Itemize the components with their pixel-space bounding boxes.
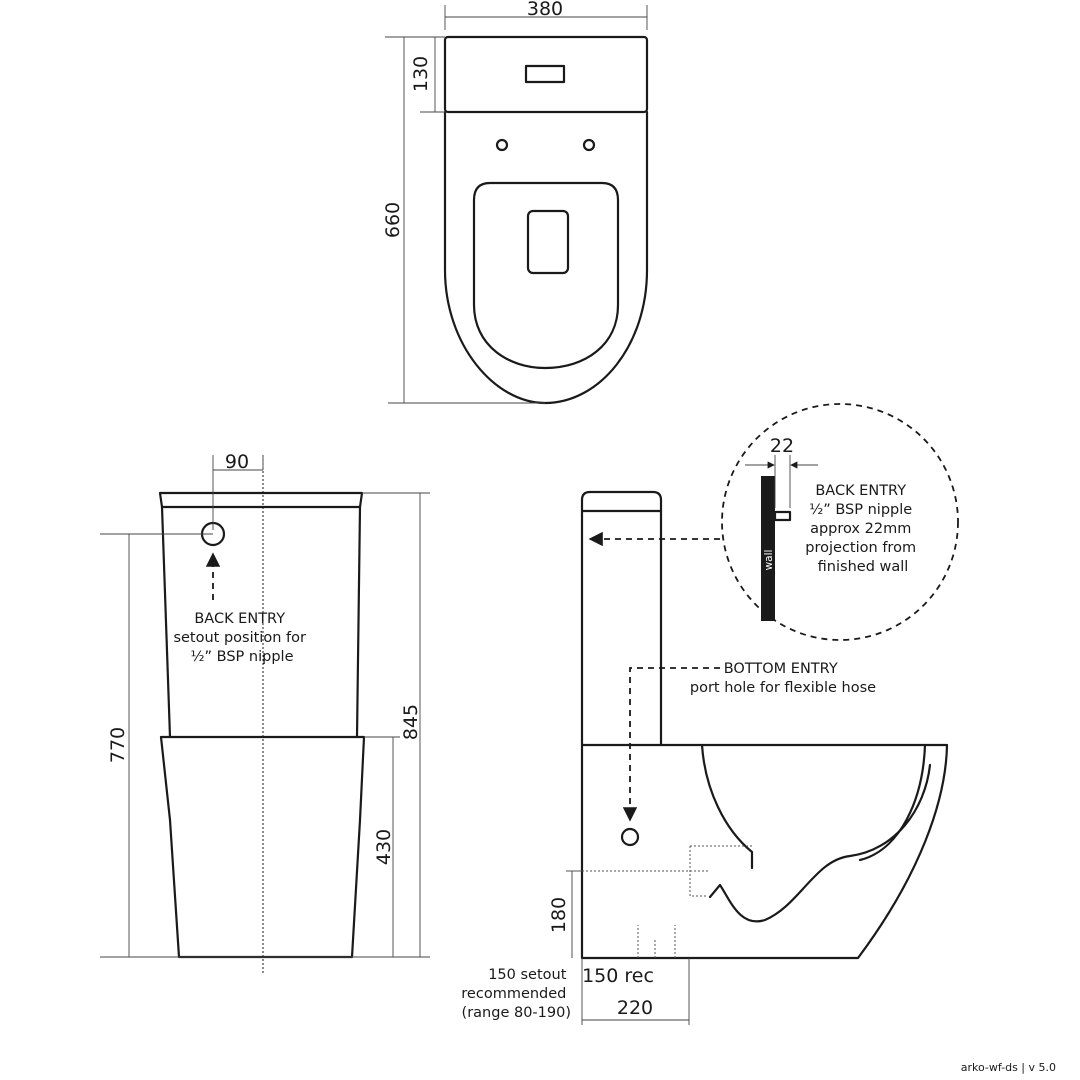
dim-side-projection: 22 (770, 435, 794, 457)
note-detail-line4: projection from (805, 540, 916, 556)
dim-top-width: 380 (527, 0, 563, 20)
footer-reference: arko-wf-ds | v 5.0 (961, 1061, 1056, 1074)
dim-side-rec: 150 rec (582, 965, 654, 987)
note-setout-line1: 150 setout (488, 967, 567, 983)
dim-front-total-height: 845 (400, 704, 422, 740)
note-setout-line2: recommended (461, 986, 566, 1002)
note-setout-line3: (range 80-190) (462, 1005, 571, 1021)
note-back-entry-line1: BACK ENTRY (194, 611, 285, 627)
wall-label: wall (763, 550, 775, 571)
dim-top-cistern-depth: 130 (410, 56, 432, 92)
front-view: 90 770 845 430 BACK ENTRY setout positio… (100, 451, 430, 975)
note-detail-line1: BACK ENTRY (815, 483, 906, 499)
dim-front-inlet-height: 770 (107, 727, 129, 763)
dim-side-outlet-height: 180 (548, 897, 570, 933)
svg-text:BOTTOM ENTRY port hole f: BOTTOM ENTRY port hole for flexible hose (690, 661, 876, 696)
side-view: 180 150 rec 220 150 setout recommended (… (461, 490, 949, 1025)
dim-front-pan-height: 430 (373, 829, 395, 865)
svg-text:150 setout recommended: 150 setout recommended (range 80-190) (461, 967, 571, 1021)
top-view: 380 130 660 (382, 0, 649, 405)
dim-side-base: 220 (617, 997, 653, 1019)
svg-text:BACK ENTRY setout positi: BACK ENTRY setout position for ½” BSP ni… (173, 611, 310, 665)
note-back-entry-line2: setout position for (173, 630, 306, 646)
note-bottom-entry-line2: port hole for flexible hose (690, 680, 876, 696)
note-detail-line3: approx 22mm (810, 521, 911, 537)
note-detail-line5: finished wall (818, 559, 909, 575)
note-back-entry-line3: ½” BSP nipple (190, 649, 293, 665)
dim-top-total-length: 660 (382, 202, 404, 238)
note-bottom-entry-line1: BOTTOM ENTRY (724, 661, 838, 677)
note-detail-line2: ½” BSP nipple (809, 502, 912, 518)
svg-text:BACK ENTRY ½” BSP nipple: BACK ENTRY ½” BSP nipple approx 22mm pro… (805, 483, 920, 575)
back-entry-detail: wall 22 BACK ENTRY ½” BSP nipple approx … (721, 403, 959, 641)
dim-front-offset: 90 (225, 451, 249, 473)
